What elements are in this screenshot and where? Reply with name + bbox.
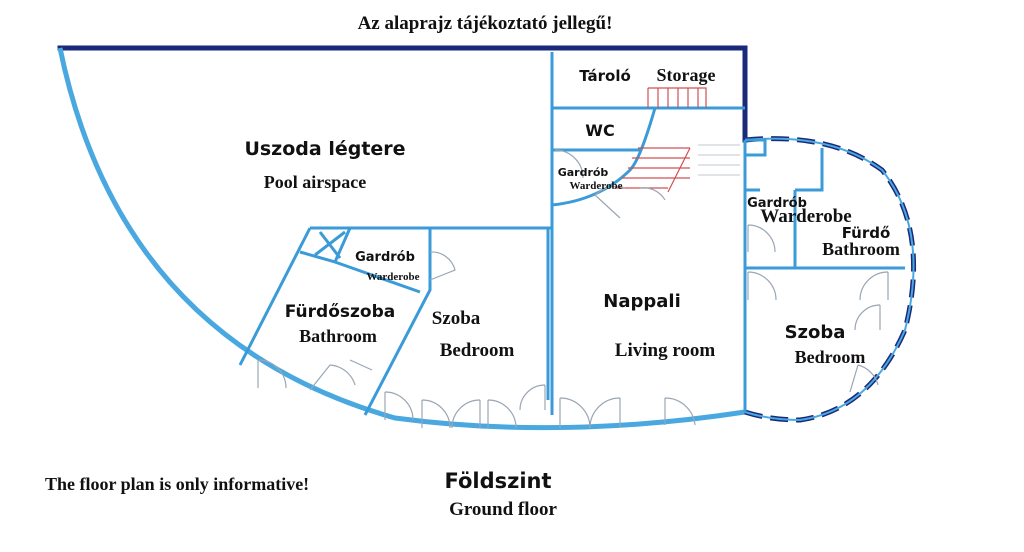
stair-landing <box>698 144 740 176</box>
living-label-hu: Nappali <box>603 291 680 312</box>
storage-label-en: Storage <box>657 65 716 85</box>
wardrobe-left-box <box>299 226 353 264</box>
top-wall <box>57 45 748 143</box>
bathroom-left-label-en: Bathroom <box>299 326 377 346</box>
bedroom-left-label-hu: Szoba <box>432 308 481 329</box>
pool-label-en: Pool airspace <box>264 172 366 192</box>
door-arc <box>849 364 879 393</box>
door-arc <box>349 359 373 371</box>
outer-walls <box>57 45 917 431</box>
door-arc <box>429 251 456 281</box>
door-arc <box>554 149 584 179</box>
bathroom-left-label-hu: Fürdőszoba <box>285 302 395 322</box>
pool-label-hu: Uszoda légtere <box>244 138 405 160</box>
door-arc <box>309 364 356 391</box>
stair-top <box>647 87 707 108</box>
door-arc <box>664 397 696 426</box>
bedroom-right-label-en: Bedroom <box>795 347 866 367</box>
door-arc <box>487 399 517 429</box>
inner-walls <box>238 52 905 416</box>
door-arc <box>859 271 889 301</box>
wardrobe-left-label-hu: Gardrób <box>355 250 415 265</box>
floor-name-en: Ground floor <box>449 499 557 520</box>
door-arc <box>519 384 546 411</box>
door-arc <box>594 185 626 219</box>
stair-main <box>615 147 691 193</box>
door-arc <box>559 397 591 429</box>
bathroom-right-wall <box>363 228 432 416</box>
floor-name-hu: Földszint <box>444 469 551 493</box>
wardrobe-right-label-en: Warderobe <box>760 206 851 227</box>
bedroom-right-label-hu: Szoba <box>785 322 846 343</box>
door-arc <box>639 187 666 201</box>
right-wing-wall-inner <box>744 137 915 422</box>
door-arc <box>451 399 481 429</box>
staircase <box>615 87 740 193</box>
bathroom-left-wall <box>238 227 312 366</box>
door-arc <box>589 397 621 429</box>
door-arc <box>854 304 881 331</box>
bathroom-right-corner <box>795 148 824 192</box>
doors <box>257 149 889 429</box>
wardrobe-left-cross <box>314 230 346 259</box>
core-step <box>745 138 767 157</box>
bedroom-left-label-en: Bedroom <box>440 340 515 361</box>
footer-note-en: The floor plan is only informative! <box>45 474 309 494</box>
storage-label-hu: Tároló <box>579 67 631 85</box>
door-arc <box>421 399 451 429</box>
wc-curve-wall <box>551 107 657 207</box>
header-note: Az alaprajz tájékoztató jellegű! <box>358 13 613 34</box>
bathroom-right-label-en: Bathroom <box>822 239 900 259</box>
bathroom-right-label-hu: Fürdő <box>842 224 891 242</box>
wardrobe-left-label-en: Warderobe <box>367 271 420 283</box>
wardrobe-center-label-hu: Gardrób <box>558 166 609 179</box>
wardrobe-right-label-hu: Gardrób <box>747 196 807 211</box>
door-arc <box>747 271 777 301</box>
wardrobe-left-front <box>334 260 421 294</box>
door-arc <box>747 224 776 253</box>
wardrobe-center-label-en: Warderobe <box>570 180 623 192</box>
wc-label: WC <box>585 121 614 140</box>
door-arc <box>384 391 414 421</box>
door-arc <box>257 359 287 389</box>
living-label-en: Living room <box>615 340 716 361</box>
pool-curve-wall <box>57 47 746 431</box>
